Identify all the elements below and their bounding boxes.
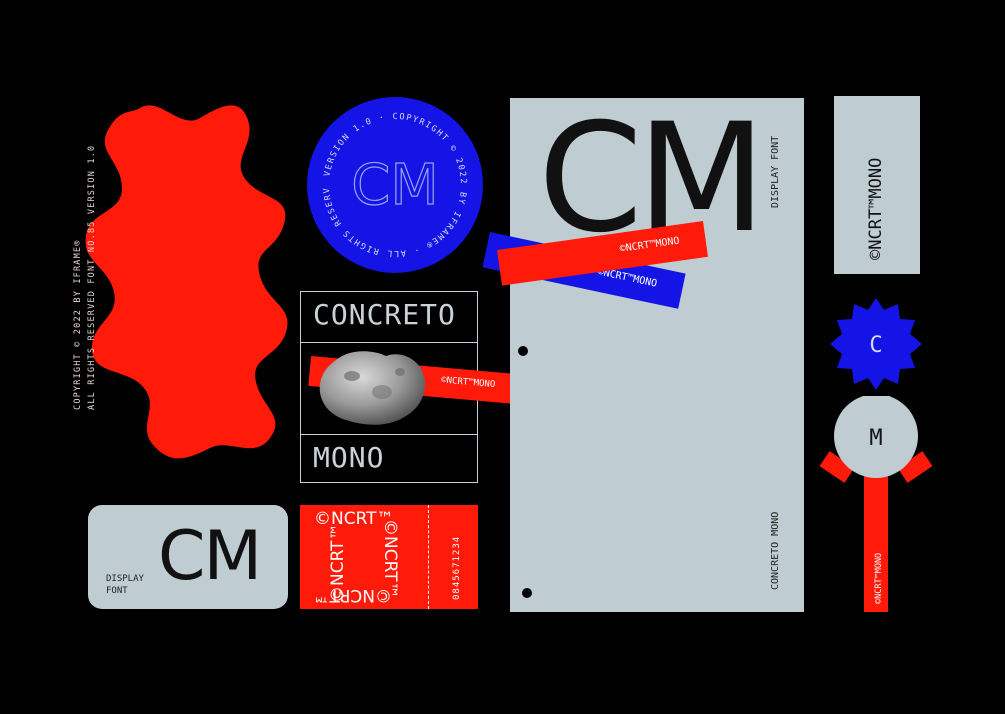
ticket-mark-top: ©NCRT™ bbox=[314, 509, 394, 529]
cm-card-monogram: CM bbox=[158, 517, 262, 596]
red-strip-label: ©NCRT™MONO bbox=[619, 235, 681, 255]
rosette-badge: M ©NCRT™MONO bbox=[820, 396, 932, 612]
right-tag: ©NCRT™MONO bbox=[834, 96, 920, 274]
rosette-ribbon bbox=[864, 466, 888, 612]
ticket-number-text: 0845671234 bbox=[452, 535, 462, 600]
cm-card-label: DISPLAY FONT bbox=[106, 573, 144, 597]
right-tag-text: ©NCRT™MONO bbox=[866, 157, 886, 260]
poster-display-font: DISPLAY FONT bbox=[770, 135, 781, 208]
cm-display-card: DISPLAY FONT CM bbox=[88, 505, 288, 609]
seal-disc bbox=[307, 97, 483, 273]
poster-concreto-mono: CONCRETO MONO bbox=[770, 511, 781, 590]
rosette-disc bbox=[834, 396, 918, 478]
cm-poster: CM DISPLAY FONT CONCRETO MONO bbox=[510, 98, 804, 612]
starburst-badge: C bbox=[830, 298, 922, 390]
rock-image bbox=[319, 351, 426, 425]
cm-card-label-2: FONT bbox=[106, 586, 128, 596]
rosette-letter: M bbox=[869, 426, 882, 451]
seal-monogram: CM bbox=[351, 153, 438, 218]
red-ticket: ©NCRT™ ©NCRT™ ©NCRT™ ©NCRT™ bbox=[300, 505, 478, 609]
starburst-letter: C bbox=[869, 333, 882, 358]
poster-hole-2 bbox=[522, 588, 532, 598]
concreto-title-row: CONCRETO bbox=[301, 292, 477, 343]
rock-strip-label: ©NCRT™MONO bbox=[440, 375, 496, 391]
cm-card-label-1: DISPLAY bbox=[106, 574, 144, 584]
poster-hole-1 bbox=[518, 346, 528, 356]
wavy-line-2: ALL RIGHTS RESERVED FONT NO.85 VERSION 1… bbox=[87, 144, 97, 410]
ticket-mark-bottom: ©NCRT™ bbox=[312, 585, 392, 605]
blue-seal: VERSION 1.0 · COPYRIGHT © 2022 BY IFRAME… bbox=[306, 96, 483, 273]
mono-word: MONO bbox=[313, 441, 385, 474]
ticket-perforation bbox=[428, 505, 429, 609]
mono-row: MONO bbox=[301, 434, 477, 485]
wavy-badge bbox=[85, 105, 288, 459]
concreto-word: CONCRETO bbox=[313, 298, 456, 331]
wavy-line-1: COPYRIGHT © 2022 BY IFRAME® bbox=[73, 239, 83, 410]
rosette-ribbon-text: ©NCRT™MONO bbox=[874, 553, 884, 604]
